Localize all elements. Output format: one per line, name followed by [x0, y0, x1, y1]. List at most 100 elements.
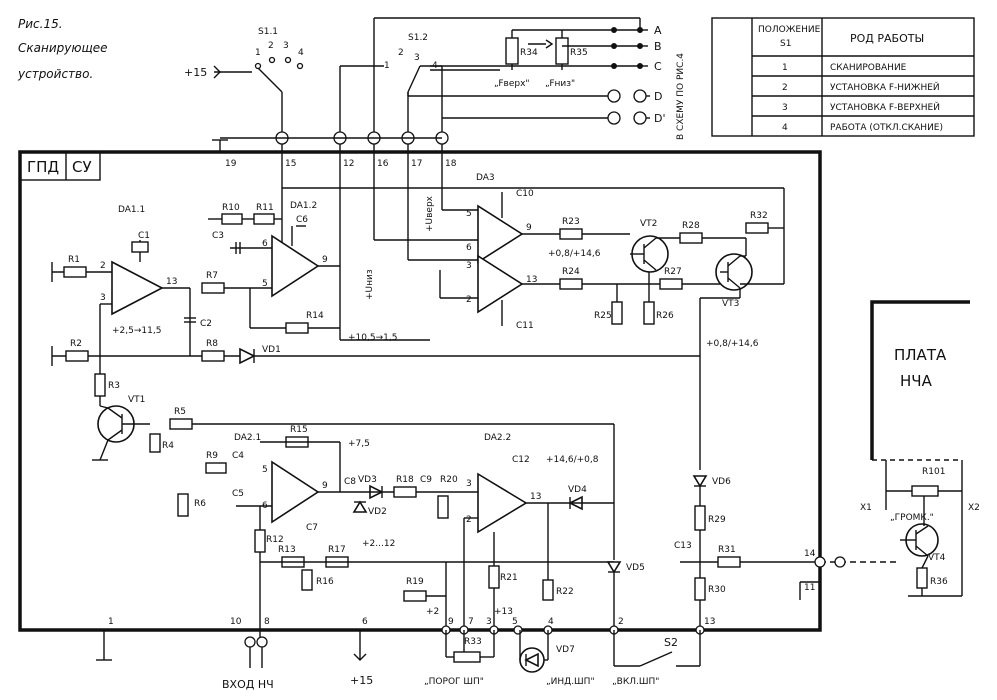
- label-r10: R10: [222, 203, 240, 213]
- label-c9: C9: [420, 475, 432, 485]
- label-r2: R2: [70, 339, 82, 349]
- label-r28: R28: [682, 221, 700, 231]
- svg-text:13: 13: [530, 492, 541, 502]
- label-r30: R30: [708, 585, 726, 595]
- svg-text:3: 3: [486, 617, 492, 627]
- svg-text:2: 2: [268, 41, 274, 51]
- label-r8: R8: [206, 339, 218, 349]
- svg-text:18: 18: [445, 159, 457, 169]
- label-uniz: +Uниз: [365, 269, 375, 300]
- label-r26: R26: [656, 311, 674, 321]
- svg-text:13: 13: [166, 277, 177, 287]
- label-r36: R36: [930, 577, 948, 587]
- label-r16: R16: [316, 577, 334, 587]
- voltage-v5: +7,5: [348, 439, 370, 449]
- label-x2: X2: [968, 503, 980, 513]
- svg-text:13: 13: [704, 617, 715, 627]
- resistor-r24: [559, 278, 583, 290]
- svg-text:2: 2: [782, 83, 788, 93]
- label-r23: R23: [562, 217, 580, 227]
- resistor-r28: [679, 232, 703, 244]
- label-enable: „ВКЛ.ШП": [612, 677, 659, 687]
- label-r12: R12: [266, 535, 284, 545]
- svg-text:B: B: [654, 40, 662, 53]
- label-threshold: „ПОРОГ ШП": [424, 677, 484, 687]
- svg-text:РОД РАБОТЫ: РОД РАБОТЫ: [850, 32, 924, 45]
- svg-text:S1: S1: [780, 39, 791, 49]
- svg-text:9: 9: [448, 617, 454, 627]
- svg-text:+15: +15: [184, 66, 207, 79]
- label-r29: R29: [708, 515, 726, 525]
- svg-text:2: 2: [618, 617, 624, 627]
- label-c5: C5: [232, 489, 244, 499]
- resistor-r16: [301, 569, 313, 591]
- label-r14: R14: [306, 311, 324, 321]
- svg-text:R34: R34: [520, 48, 538, 58]
- svg-text:3: 3: [100, 293, 106, 303]
- resistor-r19: [403, 590, 427, 602]
- label-r19: R19: [406, 577, 424, 587]
- svg-text:1: 1: [255, 48, 261, 58]
- opamp-da2-2: DA2.2 32 13 C12: [466, 433, 541, 534]
- voltage-v3: +0,8/+14,6: [548, 249, 601, 259]
- switch-s2: S2: [613, 630, 701, 667]
- svg-text:2: 2: [466, 295, 472, 305]
- svg-text:C6: C6: [296, 215, 308, 225]
- label-r22: R22: [556, 587, 574, 597]
- label-r32: R32: [750, 211, 768, 221]
- top-pins: 19 15 12 16 17 18: [212, 131, 457, 340]
- svg-text:УСТАНОВКА F-ВЕРХНЕЙ: УСТАНОВКА F-ВЕРХНЕЙ: [830, 101, 940, 113]
- svg-text:ПОЛОЖЕНИЕ: ПОЛОЖЕНИЕ: [758, 25, 821, 35]
- resistor-r6: [177, 493, 189, 517]
- svg-text:VD4: VD4: [568, 485, 587, 495]
- resistor-r8: [201, 350, 225, 362]
- svg-text:6: 6: [262, 239, 268, 249]
- diode-vd4: VD4: [568, 485, 587, 511]
- svg-text:DA1.2: DA1.2: [290, 201, 317, 211]
- svg-text:9: 9: [322, 255, 328, 265]
- opamp-da2-1: DA2.1 56 9 C7: [234, 433, 328, 533]
- label-r7: R7: [206, 271, 218, 281]
- resistor-r12: [254, 529, 266, 553]
- label-c3: C3: [212, 231, 224, 241]
- svg-text:3: 3: [414, 53, 420, 63]
- svg-text:НЧА: НЧА: [900, 372, 933, 390]
- svg-text:C: C: [654, 60, 662, 73]
- svg-text:5: 5: [466, 209, 472, 219]
- svg-text:16: 16: [377, 159, 389, 169]
- resistor-r2: [65, 350, 89, 362]
- label-r33: R33: [464, 637, 482, 647]
- diode-vd3: VD3: [358, 475, 384, 500]
- svg-text:VT3: VT3: [722, 299, 739, 309]
- label-r25: R25: [594, 311, 612, 321]
- svg-text:7: 7: [468, 617, 474, 627]
- svg-text:5: 5: [262, 465, 268, 475]
- label-r18: R18: [396, 475, 414, 485]
- opamp-da3: DA3 56 32 913 C10 C11: [374, 173, 537, 331]
- svg-text:VT2: VT2: [640, 219, 657, 229]
- svg-text:9: 9: [322, 481, 328, 491]
- label-r9: R9: [206, 451, 218, 461]
- label-r13: R13: [278, 545, 296, 555]
- svg-text:„Fверх": „Fверх": [494, 79, 530, 89]
- svg-text:5: 5: [512, 617, 518, 627]
- voltage-v6: +2...12: [362, 539, 395, 549]
- svg-text:13: 13: [526, 275, 537, 285]
- svg-text:+15: +15: [350, 674, 373, 687]
- label-r6: R6: [194, 499, 206, 509]
- svg-text:VT1: VT1: [128, 395, 145, 405]
- svg-text:VT4: VT4: [928, 553, 946, 563]
- led-vd7: VD7: [519, 630, 575, 673]
- svg-text:S1.1: S1.1: [258, 27, 278, 37]
- svg-text:2: 2: [100, 261, 106, 271]
- svg-text:ПЛАТА: ПЛАТА: [894, 346, 947, 364]
- transistor-vt1: VT1: [97, 395, 150, 443]
- resistor-r4: [149, 433, 161, 453]
- svg-text:3: 3: [782, 103, 788, 113]
- svg-text:3: 3: [283, 41, 289, 51]
- resistor-r29: [694, 505, 706, 531]
- transistor-vt4: VT4: [900, 523, 946, 563]
- svg-text:VD6: VD6: [712, 477, 731, 487]
- caption-line1: Рис.15.: [18, 17, 63, 31]
